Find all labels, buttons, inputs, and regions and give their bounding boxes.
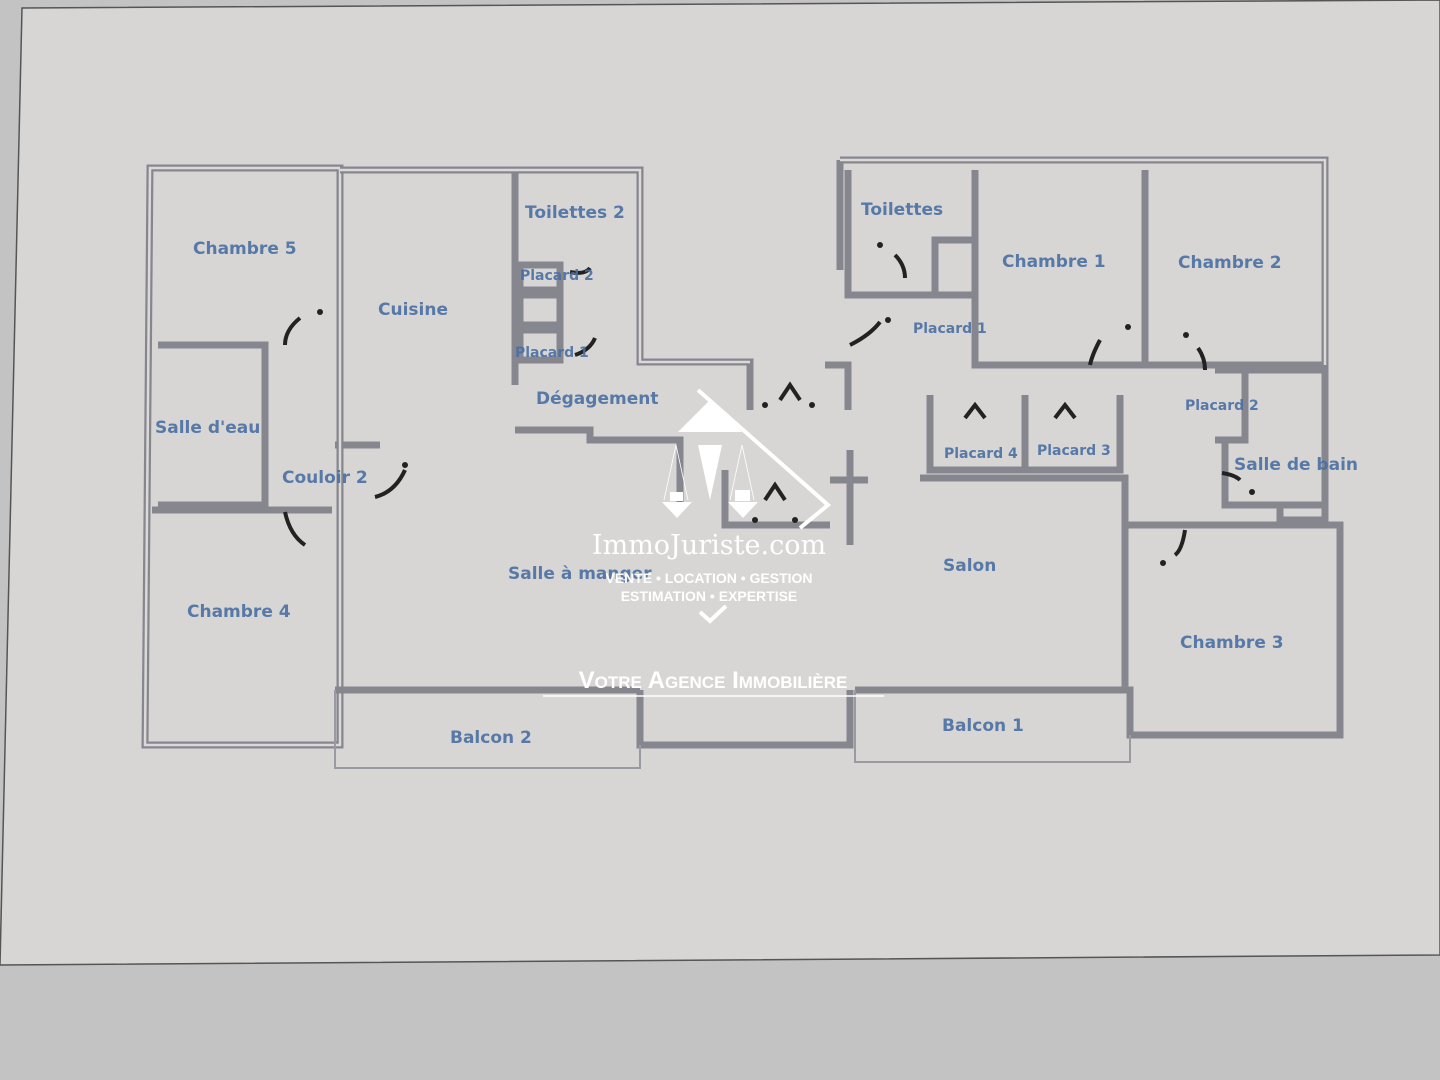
- label-toilettes: Toilettes: [861, 200, 943, 220]
- walls: [141, 156, 1344, 769]
- label-salle-d-eau: Salle d'eau: [155, 418, 260, 438]
- doors: [283, 242, 1255, 566]
- checkmark-icon: [698, 604, 728, 624]
- label-placard-1-left: Placard 1: [515, 345, 589, 361]
- watermark-services-1: VENTE • LOCATION • GESTION: [605, 570, 812, 586]
- label-placard-1-right: Placard 1: [913, 321, 987, 337]
- label-chambre-5: Chambre 5: [193, 239, 297, 259]
- paper-sheet: [0, 0, 1440, 966]
- watermark-services-2: ESTIMATION • EXPERTISE: [621, 588, 798, 604]
- label-salle-de-bain: Salle de bain: [1234, 455, 1358, 475]
- label-salle-a-manger: Salle à manger: [508, 564, 652, 584]
- label-placard-3: Placard 3: [1037, 443, 1111, 459]
- watermark: ImmoJuriste.com VENTE • LOCATION • GESTI…: [543, 388, 884, 697]
- label-chambre-3: Chambre 3: [1180, 633, 1284, 653]
- label-placard-2-right: Placard 2: [1185, 398, 1259, 414]
- label-salon: Salon: [943, 556, 996, 576]
- label-balcon-2: Balcon 2: [450, 728, 532, 748]
- label-cuisine: Cuisine: [378, 300, 448, 320]
- label-chambre-2: Chambre 2: [1178, 253, 1282, 273]
- watermark-brand: ImmoJuriste.com: [592, 530, 826, 561]
- watermark-tagline: Votre Agence Immobilière: [579, 667, 848, 694]
- watermark-logo-icon: [662, 388, 832, 530]
- room-labels: Chambre 5 Cuisine Toilettes 2 Placard 2 …: [155, 200, 1358, 748]
- label-toilettes-2: Toilettes 2: [525, 203, 625, 223]
- label-placard-2-left: Placard 2: [520, 268, 594, 284]
- label-couloir-2: Couloir 2: [282, 468, 368, 488]
- label-chambre-4: Chambre 4: [187, 602, 291, 622]
- label-degagement: Dégagement: [536, 389, 658, 409]
- label-balcon-1: Balcon 1: [942, 716, 1024, 736]
- label-placard-4: Placard 4: [944, 446, 1018, 462]
- label-chambre-1: Chambre 1: [1002, 252, 1106, 272]
